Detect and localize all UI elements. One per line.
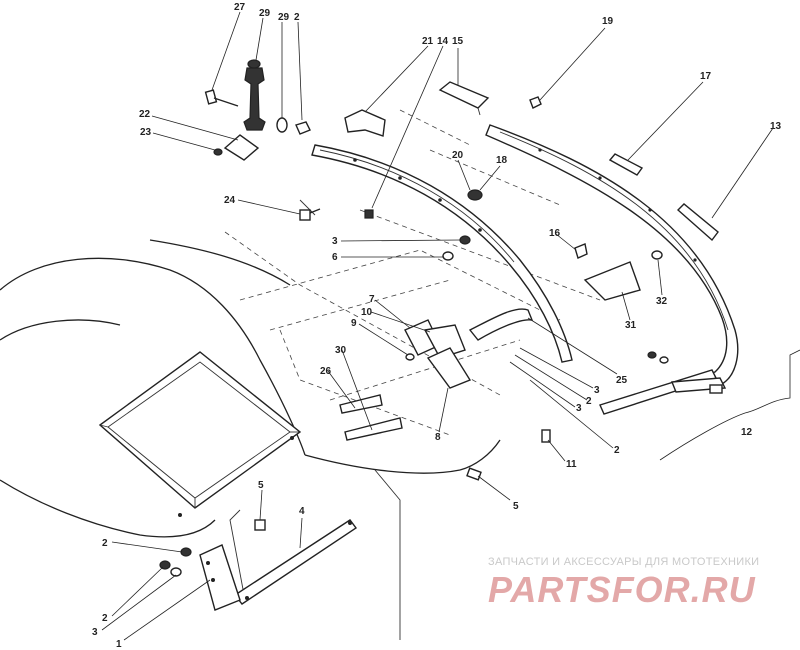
watermark-logo-text: PARTSFOR.RU xyxy=(488,570,756,610)
callout-3: 3 xyxy=(594,385,600,396)
callout-9: 9 xyxy=(351,318,357,329)
bumper-rail xyxy=(485,124,739,415)
callout-2: 2 xyxy=(586,396,592,407)
callout-2: 2 xyxy=(294,12,300,23)
callout-13: 13 xyxy=(770,121,782,132)
mount-bracket-4 xyxy=(199,519,358,611)
fasteners xyxy=(159,59,723,577)
callout-8: 8 xyxy=(435,432,441,443)
callout-18: 18 xyxy=(496,155,508,166)
callout-2: 2 xyxy=(614,445,620,456)
callout-7: 7 xyxy=(369,294,375,305)
callout-2: 2 xyxy=(102,538,108,549)
front-bumper-rail xyxy=(311,144,573,363)
callout-16: 16 xyxy=(549,228,561,239)
callout-32: 32 xyxy=(656,296,668,307)
callout-3: 3 xyxy=(332,236,338,247)
callout-15: 15 xyxy=(452,36,464,47)
callout-25: 25 xyxy=(616,375,628,386)
callout-20: 20 xyxy=(452,150,464,161)
callout-23: 23 xyxy=(140,127,152,138)
callout-22: 22 xyxy=(139,109,151,120)
callout-10: 10 xyxy=(361,307,373,318)
callout-17: 17 xyxy=(700,71,712,82)
callout-2: 2 xyxy=(102,613,108,624)
callout-3: 3 xyxy=(92,627,98,638)
callout-6: 6 xyxy=(332,252,338,263)
callout-26: 26 xyxy=(320,366,332,377)
callout-3: 3 xyxy=(576,403,582,414)
callout-labels: 27 29 29 2 21 14 15 19 17 13 22 23 20 18… xyxy=(92,2,782,650)
callout-leaders xyxy=(101,11,800,641)
callout-19: 19 xyxy=(602,16,614,27)
callout-12: 12 xyxy=(741,427,753,438)
assembly-guide-lines xyxy=(224,109,601,640)
callout-1: 1 xyxy=(116,639,122,650)
callout-4: 4 xyxy=(299,506,305,517)
callout-24: 24 xyxy=(224,195,236,206)
callout-29: 29 xyxy=(259,8,271,19)
callout-21: 21 xyxy=(422,36,434,47)
callout-5: 5 xyxy=(513,501,519,512)
callout-29: 29 xyxy=(278,12,290,23)
callout-11: 11 xyxy=(566,459,577,470)
watermark-subtitle: ЗАПЧАСТИ И АКСЕССУАРЫ ДЛЯ МОТОТЕХНИКИ xyxy=(488,556,760,568)
callout-14: 14 xyxy=(437,36,449,47)
callout-30: 30 xyxy=(335,345,347,356)
callout-5: 5 xyxy=(258,480,264,491)
hood-body xyxy=(0,239,501,538)
headlight-opening xyxy=(98,351,302,517)
callout-31: 31 xyxy=(625,320,637,331)
watermark: ЗАПЧАСТИ И АКСЕССУАРЫ ДЛЯ МОТОТЕХНИКИ PA… xyxy=(488,556,788,610)
watermark-logo: PARTSFOR.RU xyxy=(488,570,756,610)
callout-27: 27 xyxy=(234,2,246,13)
